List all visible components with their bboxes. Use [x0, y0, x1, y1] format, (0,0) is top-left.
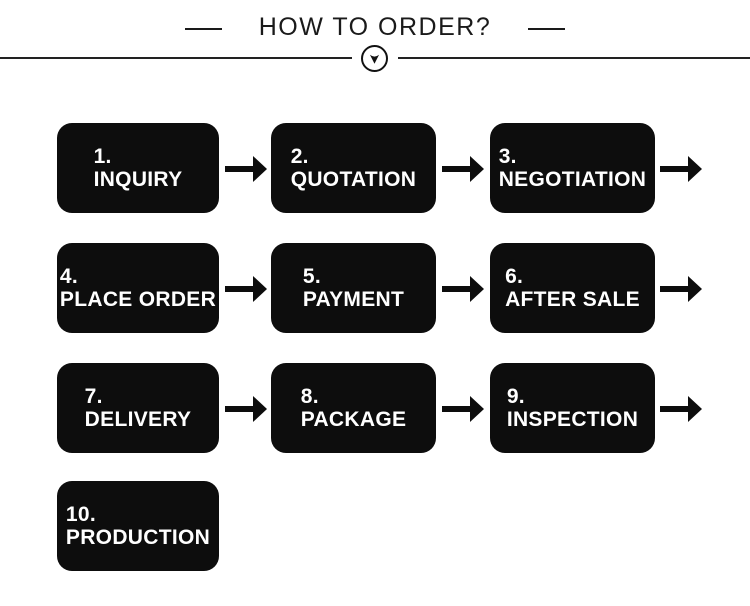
step-label: PRODUCTION — [65, 526, 211, 549]
step-number: 1. — [93, 144, 112, 168]
chevron-down-icon — [361, 45, 388, 72]
step-number: 2. — [290, 144, 309, 168]
step-label: QUOTATION — [290, 168, 417, 191]
step-number: 6. — [505, 264, 524, 288]
divider-line-right — [398, 57, 750, 59]
title-right-dash — [528, 28, 565, 30]
step-box-quotation: 2. QUOTATION — [271, 123, 436, 213]
step-number: 9. — [506, 384, 525, 408]
step-label: DELIVERY — [84, 408, 192, 431]
step-label: INSPECTION — [506, 408, 639, 431]
step-label: INQUIRY — [93, 168, 183, 191]
step-box-inquiry: 1. INQUIRY — [57, 123, 219, 213]
step-box-production: 10. PRODUCTION — [57, 481, 219, 571]
divider-line-left — [0, 57, 352, 59]
arrow-right-icon — [225, 396, 267, 422]
step-label: AFTER SALE — [505, 288, 640, 311]
page-title: HOW TO ORDER? — [258, 13, 492, 41]
step-number: 7. — [84, 384, 103, 408]
arrow-right-icon — [660, 396, 702, 422]
step-label: PLACE ORDER — [59, 288, 217, 311]
arrow-right-icon — [225, 276, 267, 302]
step-number: 4. — [59, 264, 79, 288]
step-box-payment: 5. PAYMENT — [271, 243, 436, 333]
step-number: 8. — [300, 384, 319, 408]
arrow-right-icon — [660, 276, 702, 302]
step-number: 10. — [65, 502, 96, 526]
arrow-right-icon — [442, 276, 484, 302]
arrow-right-icon — [225, 156, 267, 182]
step-label: PAYMENT — [302, 288, 405, 311]
step-number: 3. — [498, 144, 517, 168]
title-left-dash — [185, 28, 222, 30]
arrow-right-icon — [442, 156, 484, 182]
step-number: 5. — [302, 264, 321, 288]
arrow-right-icon — [442, 396, 484, 422]
step-box-delivery: 7. DELIVERY — [57, 363, 219, 453]
step-box-after-sale: 6. AFTER SALE — [490, 243, 655, 333]
step-box-package: 8. PACKAGE — [271, 363, 436, 453]
step-label: PACKAGE — [300, 408, 407, 431]
step-box-inspection: 9. INSPECTION — [490, 363, 655, 453]
step-label: NEGOTIATION — [498, 168, 647, 191]
step-box-negotiation: 3. NEGOTIATION — [490, 123, 655, 213]
arrow-right-icon — [660, 156, 702, 182]
step-box-place-order: 4. PLACE ORDER — [57, 243, 219, 333]
